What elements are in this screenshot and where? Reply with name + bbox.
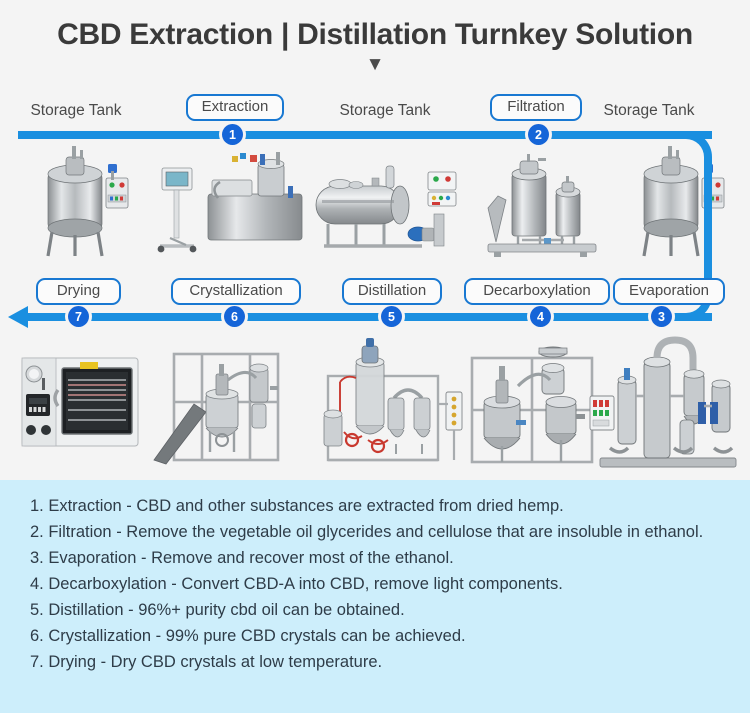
equipment-image-crystallization-reactor (150, 340, 290, 470)
equipment-image-storage-tank-1 (22, 140, 142, 260)
page-title: CBD Extraction | Distillation Turnkey So… (57, 18, 693, 51)
chip-evaporation[interactable]: Evaporation (613, 278, 725, 305)
equipment-image-short-path-distillation (300, 336, 490, 472)
equipment-image-vacuum-drying-oven (18, 352, 140, 456)
step-bullet-4: 4 (530, 306, 551, 327)
label-storage-tank-2: Storage Tank (339, 102, 431, 119)
chip-drying[interactable]: Drying (36, 278, 121, 305)
equipment-image-filtration-skid (482, 150, 610, 262)
flow-arrow-left (8, 306, 28, 328)
chip-distillation[interactable]: Distillation (342, 278, 442, 305)
step-bullet-3: 3 (651, 306, 672, 327)
equipment-image-decarboxylation-reactor (458, 336, 608, 472)
description-line-7: 7. Drying - Dry CBD crystals at low temp… (30, 653, 383, 672)
description-panel: 1. Extraction - CBD and other substances… (0, 480, 750, 713)
flow-track-top (18, 131, 712, 139)
equipment-image-extraction-machine (140, 150, 310, 262)
label-storage-tank-3: Storage Tank (603, 102, 695, 119)
step-bullet-7: 7 (68, 306, 89, 327)
equipment-image-evaporation-column (588, 336, 744, 472)
description-line-5: 5. Distillation - 96%+ purity cbd oil ca… (30, 601, 405, 620)
step-bullet-6: 6 (224, 306, 245, 327)
description-line-6: 6. Crystallization - 99% pure CBD crysta… (30, 627, 466, 646)
description-line-2: 2. Filtration - Remove the vegetable oil… (30, 523, 704, 542)
chip-extraction[interactable]: Extraction (186, 94, 284, 121)
chip-decarboxylation[interactable]: Decarboxylation (464, 278, 610, 305)
label-storage-tank-1: Storage Tank (30, 102, 122, 119)
description-line-3: 3. Evaporation - Remove and recover most… (30, 549, 454, 568)
description-line-4: 4. Decarboxylation - Convert CBD-A into … (30, 575, 563, 594)
chip-crystallization[interactable]: Crystallization (171, 278, 301, 305)
flow-track-bottom (28, 313, 712, 321)
description-line-1: 1. Extraction - CBD and other substances… (30, 497, 564, 515)
step-bullet-1: 1 (222, 124, 243, 145)
chip-filtration[interactable]: Filtration (490, 94, 582, 121)
caret-down-icon: ▼ (365, 54, 385, 75)
step-bullet-5: 5 (381, 306, 402, 327)
step-bullet-2: 2 (528, 124, 549, 145)
equipment-image-horizontal-storage-tank (310, 158, 470, 262)
